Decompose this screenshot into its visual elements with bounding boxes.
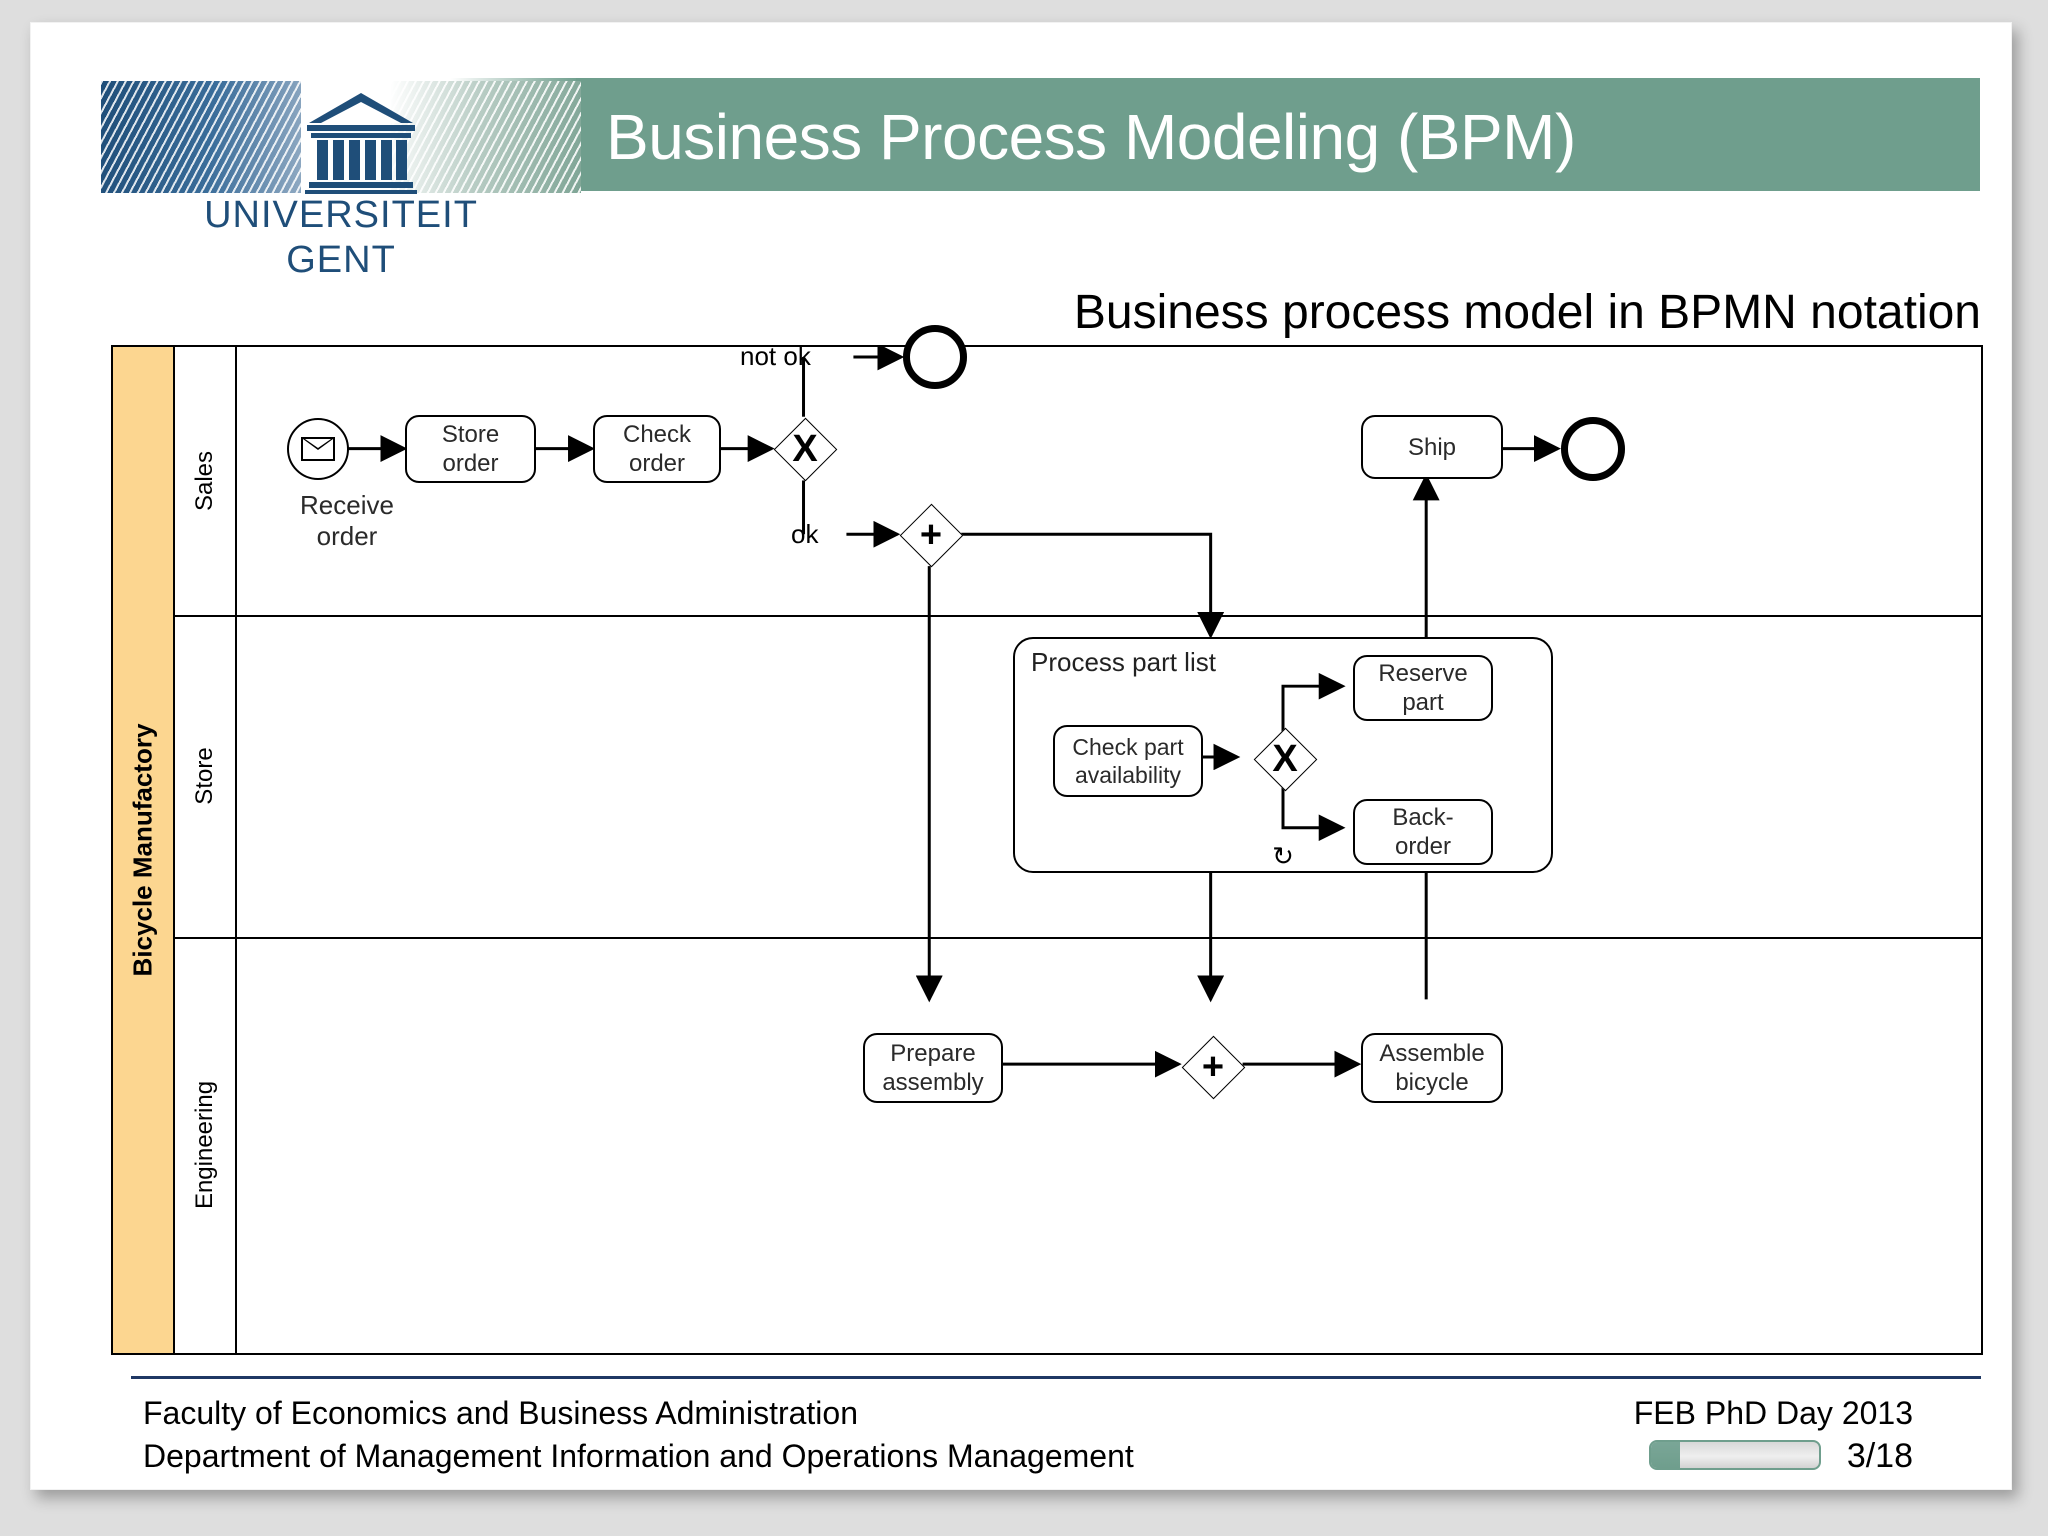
edge-label-ok: ok (791, 519, 819, 549)
gateway-exclusive-part[interactable]: X (1253, 727, 1317, 791)
lane-label-sales: Sales (191, 450, 218, 512)
footer-event-name: FEB PhD Day 2013 (1633, 1395, 1913, 1431)
task-prepare-assembly[interactable]: Prepare assembly (863, 1033, 1003, 1103)
slide-progress-fill (1651, 1442, 1680, 1468)
task-assemble-bicycle[interactable]: Assemble bicycle (1361, 1033, 1503, 1103)
parallel-plus-icon: + (1201, 1046, 1225, 1088)
pool-header: Bicycle Manufactory (113, 347, 175, 1353)
bpmn-diagram: Bicycle Manufactory Sales Store Engineer… (111, 325, 1983, 1355)
footer-faculty: Faculty of Economics and Business Admini… (143, 1395, 858, 1431)
gateway-parallel-join[interactable]: + (1181, 1035, 1245, 1099)
subtitle: Business process model in BPMN notation (1073, 286, 1981, 339)
logo-hatch-right-icon (391, 81, 581, 193)
task-check-order[interactable]: Check order (593, 415, 721, 483)
start-event-label: Receive order (300, 490, 394, 551)
task-store-order[interactable]: Store order (405, 415, 536, 483)
subprocess-process-part-list[interactable]: Process part list ↻ Check part availabil… (1013, 637, 1553, 873)
logo-line-1: UNIVERSITEIT (204, 194, 478, 236)
header-band (576, 78, 1980, 191)
slide-card: Business Process Modeling (BPM) UNIVER (30, 22, 2012, 1490)
lane-label-engineering: Engineering (191, 1080, 218, 1210)
loop-marker-icon: ↻ (1272, 841, 1294, 871)
footer-divider (131, 1376, 1981, 1379)
task-ship[interactable]: Ship (1361, 415, 1503, 479)
footer-department: Department of Management Information and… (143, 1438, 1134, 1474)
envelope-icon (301, 437, 335, 461)
gateway-exclusive-check-order[interactable]: X (773, 417, 837, 481)
lane-label-store: Store (191, 747, 218, 805)
page-title: Business Process Modeling (BPM) (606, 101, 1576, 173)
xor-icon: X (1272, 738, 1298, 780)
end-event-ship[interactable] (1561, 417, 1625, 481)
logo-wordmark: UNIVERSITEIT GENT (161, 193, 521, 283)
ugent-logo: UNIVERSITEIT GENT (101, 81, 581, 281)
task-check-part-availability[interactable]: Check part availability (1053, 725, 1203, 797)
end-event-not-ok[interactable] (903, 325, 967, 389)
page-number: 3/18 (1846, 1437, 1913, 1475)
edge-label-not-ok: not ok (740, 341, 811, 371)
gateway-parallel-split[interactable]: + (899, 503, 963, 567)
lane-separator-2 (175, 937, 1981, 939)
start-event-receive-order[interactable] (287, 418, 349, 480)
xor-icon: X (792, 428, 818, 470)
lane-title-store: Store (175, 615, 237, 937)
lane-title-sales: Sales (175, 347, 237, 615)
logo-hatch-left-icon (101, 81, 301, 193)
lane-title-engineering: Engineering (175, 937, 237, 1353)
logo-line-2: GENT (286, 239, 396, 281)
lane-separator-1 (175, 615, 1981, 617)
pool-label: Bicycle Manufactory (127, 723, 158, 977)
greek-temple-icon (305, 93, 417, 194)
task-back-order[interactable]: Back- order (1353, 799, 1493, 865)
task-reserve-part[interactable]: Reserve part (1353, 655, 1493, 721)
parallel-plus-icon: + (919, 514, 943, 556)
subprocess-title: Process part list (1031, 647, 1216, 677)
slide-progress-bar (1649, 1440, 1821, 1470)
